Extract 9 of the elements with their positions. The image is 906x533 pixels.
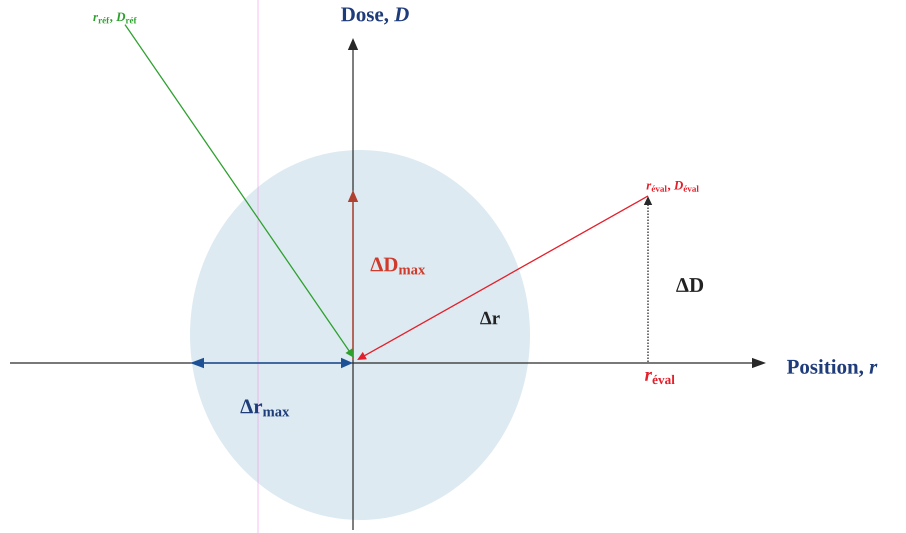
label: Dose, D <box>341 8 409 24</box>
delta-dose-max-label: ΔD$_{max}$ <box>370 257 426 275</box>
position-label: r$_{éval}$ <box>644 372 675 384</box>
delta-dose-label: ΔD <box>676 278 704 292</box>
delta-r-label: Δr <box>480 312 500 324</box>
delta-r-max-label: Δr$_{max}$ <box>240 399 290 417</box>
point-label: r$_{réf}$, D$_{réf}$ <box>93 12 137 24</box>
point-label: r$_{éval}$, D$_{éval}$ <box>646 181 699 192</box>
axis-label: Position, r <box>786 359 878 377</box>
